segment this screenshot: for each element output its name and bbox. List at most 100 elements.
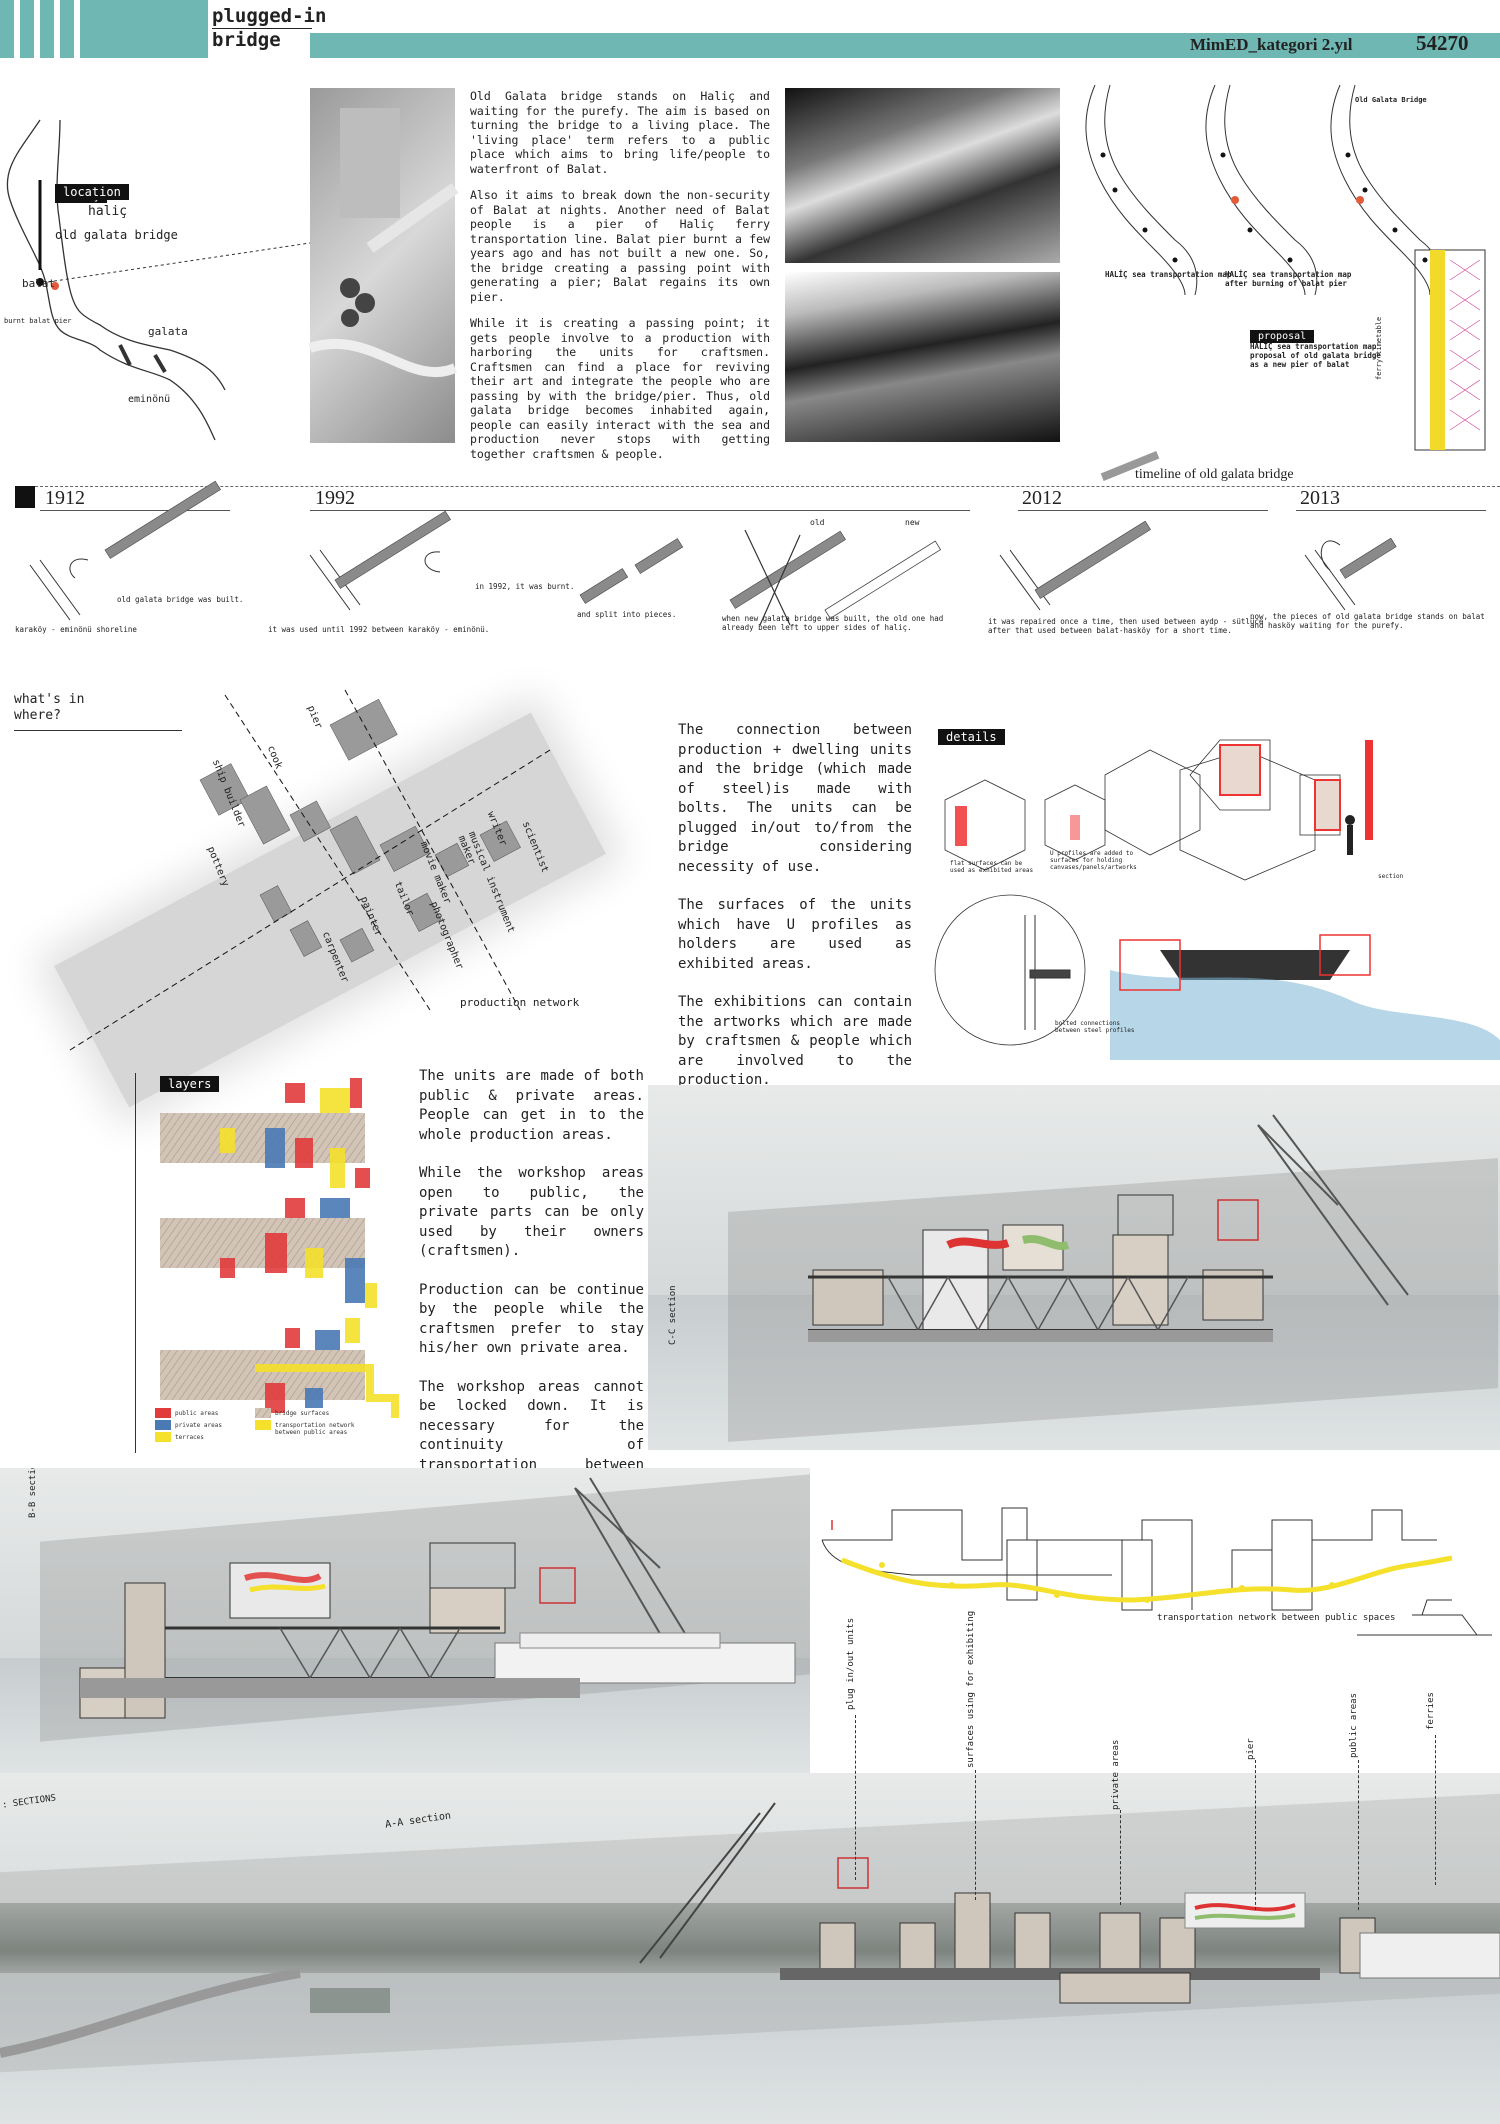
bw-photo-2 [785, 272, 1060, 442]
year-rule [310, 510, 970, 511]
transport-maps: Old Galata Bridge HALİÇ sea transportati… [1075, 80, 1500, 460]
caption-split: and split into pieces. [577, 610, 677, 619]
layers-rule [135, 1073, 136, 1453]
plan-drawing: ship builder cook pier pottery tailor mo… [40, 680, 606, 1108]
annotation-plug-units: plug in/out units [846, 1617, 856, 1710]
details-drawings [934, 739, 1500, 1060]
intro-paragraph: While it is creating a passing point; it… [470, 316, 770, 461]
label-eminonu: eminönü [128, 394, 171, 405]
label-old-galata-bridge: old galata bridge [55, 228, 178, 242]
header-stripe [20, 0, 34, 58]
legend-public: public areas [175, 1410, 219, 1417]
details-caption-1: flat surfaces can be used as exhibited a… [950, 860, 1034, 874]
annotation-line [1255, 1760, 1256, 1910]
label-old: old [810, 518, 825, 527]
bb-drawing [79, 1477, 796, 1719]
cc-drawing [808, 1114, 1409, 1342]
details-caption-4: section [1378, 873, 1404, 880]
details-caption-2: U profiles are added to surfaces for hol… [1050, 850, 1137, 871]
annotation-line [975, 1770, 976, 1900]
ferry-label: ferry timetable [1375, 316, 1383, 380]
aa-water [0, 1973, 1500, 2124]
plan-units [69, 689, 551, 1051]
label-new: new [905, 518, 920, 527]
map3-caption: HALİÇ sea transportation map proposal of… [1250, 342, 1381, 369]
cc-sky [648, 1085, 1500, 1295]
legend-terraces: terraces [175, 1434, 204, 1441]
location-tag-main: location [55, 184, 129, 200]
layers-text: The units are made of both public & priv… [419, 1067, 644, 1514]
header-stripe [40, 0, 54, 58]
layers-diagrams [155, 1078, 399, 1442]
caption-repaired: it was repaired once a time, then used b… [988, 617, 1264, 635]
whats-in-rule [14, 730, 182, 731]
year-rule [1018, 510, 1268, 511]
map3-title: Old Galata Bridge [1355, 96, 1427, 104]
bb-section: B-B section [0, 1468, 810, 1773]
bw-photo-1 [785, 88, 1060, 263]
legend-surfaces: bridge surfaces [275, 1410, 330, 1417]
aerial-shapes [308, 108, 459, 378]
annotation-line [1358, 1760, 1359, 1910]
label-galata: galata [148, 325, 188, 338]
bb-section-label: B-B section [28, 1468, 38, 1518]
timeline-illustrations [29, 480, 1397, 626]
intro-paragraph: Old Galata bridge stands on Haliç and wa… [470, 89, 770, 176]
legend-private: private areas [175, 1422, 222, 1429]
layers-paragraph: While the workshop areas open to public,… [419, 1165, 644, 1259]
timeline-title: timeline of old galata bridge [1135, 467, 1294, 482]
year-1912: 1912 [45, 487, 85, 509]
connection-paragraph: The surfaces of the units which have U p… [678, 897, 912, 972]
transport-map-lines [1085, 84, 1486, 451]
year-1992: 1992 [315, 487, 355, 509]
layers-paragraph: The workshop areas cannot be locked down… [419, 1378, 644, 1493]
category-label: MimED_kategori 2.yıl [1190, 35, 1353, 54]
transport-network-diagram [821, 1507, 1492, 1636]
whats-in-title: what's in where? [14, 692, 84, 724]
label-burnt-pier: burnt balat pier [4, 317, 72, 325]
production-network-caption: production network [460, 996, 580, 1009]
caption-1912-built: old galata bridge was built. [117, 595, 244, 604]
connection-text: The connection between production + dwel… [678, 721, 912, 1110]
cc-section: C-C section [648, 1085, 1500, 1450]
header-band [310, 33, 1500, 58]
year-2012: 2012 [1022, 487, 1062, 509]
cc-water [648, 1295, 1500, 1450]
caption-new-bridge: when new galata bridge was built, the ol… [722, 614, 944, 632]
entry-number: 54270 [1416, 31, 1469, 55]
timeline-marker [15, 486, 35, 508]
map1-caption: HALİÇ sea transportation map [1105, 270, 1232, 279]
proposal-tag: proposal [1250, 330, 1315, 343]
layers-tag: layers [160, 1076, 220, 1092]
annotation-pier: pier [1246, 1738, 1256, 1760]
year-rule [40, 510, 230, 511]
aa-drawing [0, 1802, 1500, 2058]
title-line-1: plugged-in [212, 5, 327, 27]
details-caption-3: bolted connections between steel profile… [1055, 1020, 1135, 1034]
annotation-private-areas: private areas [1111, 1739, 1121, 1810]
cc-section-label: C-C section [668, 1285, 678, 1345]
title-underline [212, 28, 312, 29]
caption-used-until: it was used until 1992 between karaköy -… [268, 625, 490, 634]
connection-paragraph: The connection between production + dwel… [678, 722, 912, 875]
annotation-line [1120, 1810, 1121, 1905]
annotation-line [855, 1715, 856, 1880]
label-halic: haliç [88, 204, 128, 219]
page-title: plugged-in bridge [212, 4, 326, 52]
golden-horn-outline [6, 119, 331, 441]
caption-now: now, the pieces of old galata bridge sta… [1250, 612, 1485, 630]
title-line-2: bridge [212, 29, 281, 51]
header-stripe [0, 0, 14, 58]
year-rule [1296, 510, 1486, 511]
year-2013: 2013 [1300, 487, 1340, 509]
intro-paragraph: Also it aims to break down the non-secur… [470, 188, 770, 304]
details-tag: details [938, 729, 1005, 745]
layers-paragraph: Production can be continue by the people… [419, 1281, 644, 1357]
header-stripe [60, 0, 74, 58]
annotation-public-areas: public areas [1349, 1692, 1359, 1758]
whats-in-line2: where? [14, 708, 61, 723]
aa-section: : SECTIONS A-A section [0, 1773, 1500, 2124]
connection-paragraph: The exhibitions can contain the artworks… [678, 994, 912, 1088]
annotation-surfaces: surfaces using for exhibiting [966, 1610, 976, 1768]
caption-1992-burnt: in 1992, it was burnt. [475, 582, 575, 591]
